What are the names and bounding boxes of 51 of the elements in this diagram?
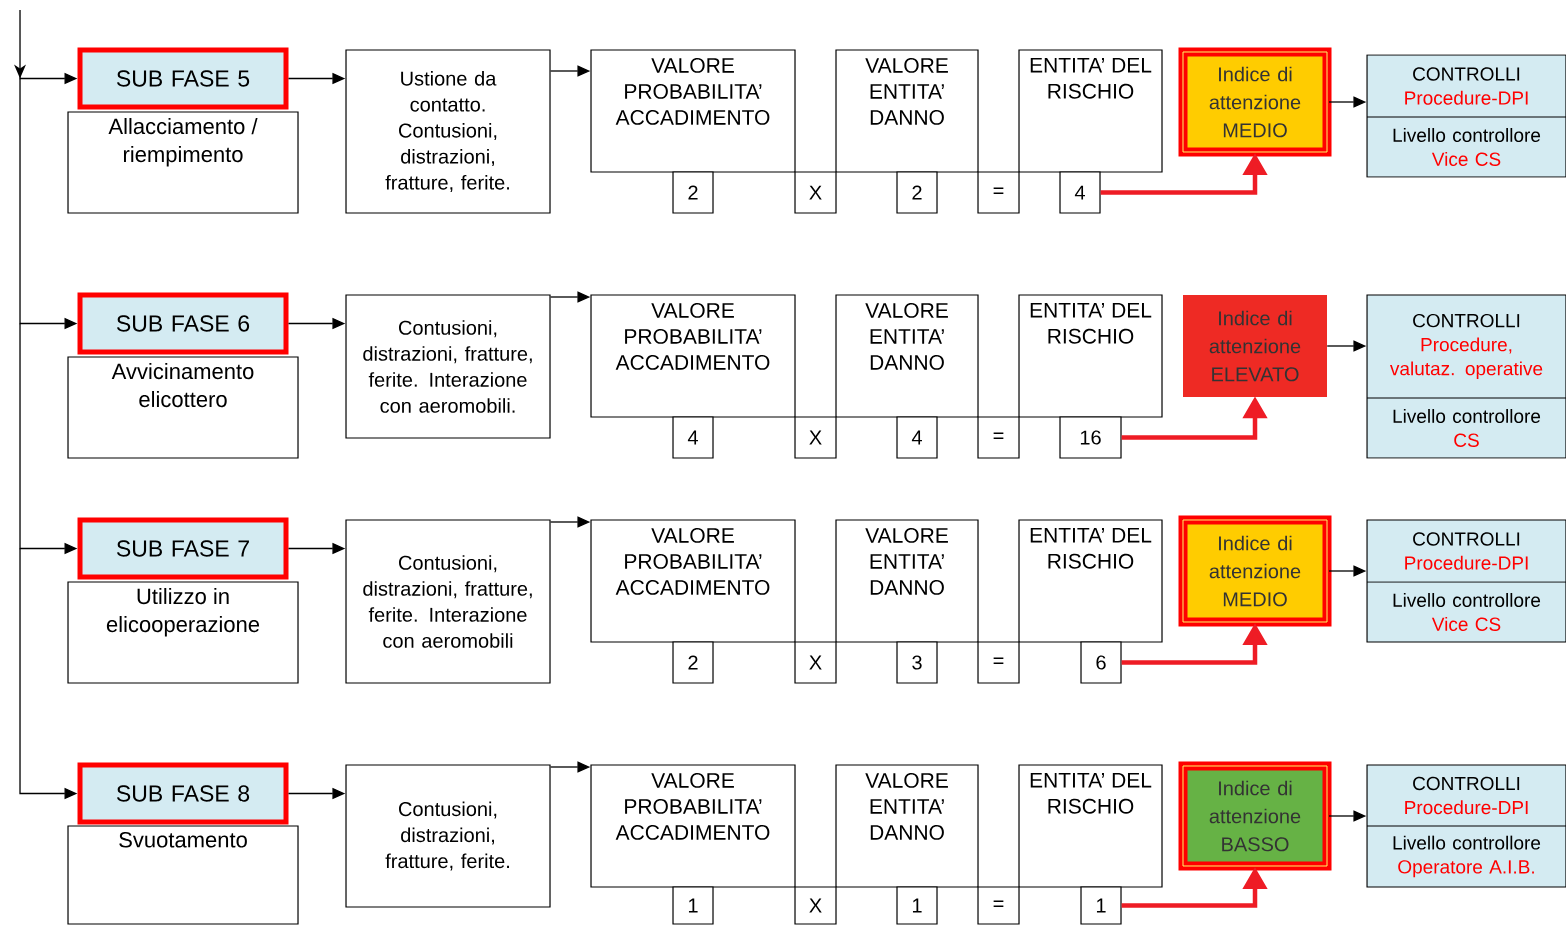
- attention-index-box: Indice di attenzione MEDIO: [1178, 515, 1332, 627]
- controls-box: CONTROLLI Procedure, valutaz. operative Livello controllore CS: [1366, 294, 1566, 459]
- number-box: X: [794, 416, 837, 459]
- number-box: 3: [896, 641, 938, 684]
- number-box: 4: [1059, 171, 1101, 214]
- value-box: VALORE ENTITA’ DANNO: [835, 764, 979, 888]
- number-box: X: [794, 171, 837, 214]
- controls-box: CONTROLLI Procedure-DPI Livello controllore Vice CS: [1366, 54, 1566, 178]
- number-box: 2: [672, 171, 714, 214]
- number-box: 6: [1080, 641, 1122, 684]
- description-box: Svuotamento: [67, 825, 299, 925]
- number-box: =: [977, 171, 1020, 214]
- attention-index-box: Indice di attenzione ELEVATO: [1183, 295, 1327, 397]
- hazard-box: Contusioni, distrazioni, fratture, ferite.: [345, 764, 551, 908]
- value-box: VALORE ENTITA’ DANNO: [835, 294, 979, 418]
- description-box: Allacciamento / riempimento: [67, 111, 299, 214]
- value-box: ENTITA’ DEL RISCHIO: [1018, 49, 1163, 173]
- value-box: VALORE PROBABILITA’ ACCADIMENTO: [590, 294, 796, 418]
- phase-box: SUB FASE 7: [77, 517, 289, 580]
- number-box: 2: [896, 171, 938, 214]
- number-box: 2: [672, 641, 714, 684]
- description-box: Avvicinamento elicottero: [67, 356, 299, 459]
- value-box: ENTITA’ DEL RISCHIO: [1018, 764, 1163, 888]
- number-box: =: [977, 886, 1020, 925]
- controls-box: CONTROLLI Procedure-DPI Livello controllore Operatore A.I.B.: [1366, 764, 1566, 888]
- value-box: VALORE PROBABILITA’ ACCADIMENTO: [590, 49, 796, 173]
- number-box: =: [977, 416, 1020, 459]
- value-box: VALORE ENTITA’ DANNO: [835, 49, 979, 173]
- value-box: VALORE PROBABILITA’ ACCADIMENTO: [590, 764, 796, 888]
- phase-box: SUB FASE 6: [77, 292, 289, 355]
- value-box: VALORE PROBABILITA’ ACCADIMENTO: [590, 519, 796, 643]
- hazard-box: Ustione da contatto. Contusioni, distrazioni, fratture, ferite.: [345, 49, 551, 214]
- controls-box: CONTROLLI Procedure-DPI Livello controllore Vice CS: [1366, 519, 1566, 643]
- number-box: 16: [1059, 416, 1122, 459]
- phase-box: SUB FASE 5: [77, 47, 289, 110]
- description-box: Utilizzo in elicooperazione: [67, 581, 299, 684]
- value-box: VALORE ENTITA’ DANNO: [835, 519, 979, 643]
- hazard-box: Contusioni, distrazioni, fratture, ferite. Interazione con aeromobili.: [345, 294, 551, 439]
- hazard-box: Contusioni, distrazioni, fratture, ferite. Interazione con aeromobili: [345, 519, 551, 684]
- value-box: ENTITA’ DEL RISCHIO: [1018, 519, 1163, 643]
- phase-box: SUB FASE 8: [77, 762, 289, 825]
- number-box: X: [794, 641, 837, 684]
- number-box: 1: [896, 886, 938, 925]
- number-box: =: [977, 641, 1020, 684]
- attention-index-box: Indice di attenzione BASSO: [1178, 761, 1332, 871]
- number-box: 1: [672, 886, 714, 925]
- attention-index-box: Indice di attenzione MEDIO: [1178, 47, 1332, 157]
- number-box: 4: [672, 416, 714, 459]
- number-box: X: [794, 886, 837, 925]
- number-box: 4: [896, 416, 938, 459]
- number-box: 1: [1080, 886, 1122, 925]
